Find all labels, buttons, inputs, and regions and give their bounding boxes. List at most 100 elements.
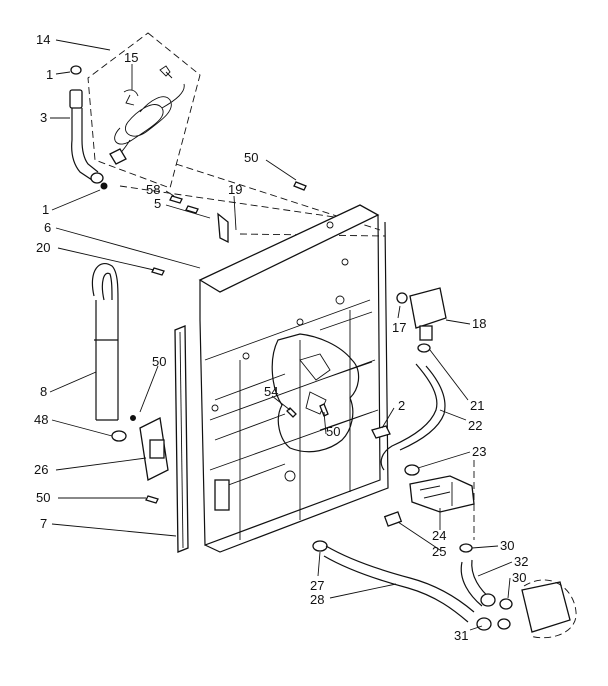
power-cord-plug <box>109 148 127 165</box>
screw-58 <box>169 195 183 204</box>
pump-bracket-block <box>149 439 165 459</box>
leader-2 <box>381 407 395 429</box>
inlet-hose-group <box>69 65 108 190</box>
callout-26: 26 <box>34 462 48 477</box>
leader-17 <box>397 305 401 319</box>
callout-1a: 1 <box>46 67 53 82</box>
callout-25: 25 <box>432 544 446 559</box>
side-rail-edge <box>179 331 184 549</box>
inlet-hose-washer <box>90 172 104 184</box>
leader-19 <box>233 195 237 231</box>
leader-20 <box>57 247 155 271</box>
screw-54 <box>286 407 297 418</box>
leader-50b <box>139 365 159 413</box>
fasteners <box>145 181 329 504</box>
callout-54: 54 <box>264 384 278 399</box>
power-cord-kit-group <box>87 32 201 189</box>
callout-24: 24 <box>432 528 446 543</box>
leader-22 <box>439 409 467 421</box>
motor-pump-housing <box>521 581 571 633</box>
callout-17: 17 <box>392 320 406 335</box>
callout-20: 20 <box>36 240 50 255</box>
valve-screw-17 <box>396 292 408 304</box>
panel-hole-7 <box>211 404 219 412</box>
panel-hole-5 <box>242 352 250 360</box>
panel-top-flange <box>198 204 380 293</box>
callout-labels: 14 15 1 3 1 50 58 19 5 6 20 17 18 50 8 4… <box>34 32 528 643</box>
leader-1a <box>55 71 71 75</box>
callout-6: 6 <box>44 220 51 235</box>
water-valve-group <box>371 287 447 471</box>
screw-50-top <box>293 181 307 191</box>
callout-15: 15 <box>124 50 138 65</box>
callout-8: 8 <box>40 384 47 399</box>
leader-8 <box>49 371 97 393</box>
rear-panel-outline <box>199 214 389 553</box>
rear-panel-group <box>119 163 389 553</box>
drain-hose-group <box>91 263 127 442</box>
panel-hole-1 <box>326 221 334 229</box>
callout-22: 22 <box>468 418 482 433</box>
leader-50c <box>323 411 327 435</box>
callout-48: 48 <box>34 412 48 427</box>
leader-58 <box>165 190 175 197</box>
cord-ground-clip <box>159 65 173 79</box>
bracket-19 <box>217 212 229 244</box>
callout-27: 27 <box>310 578 324 593</box>
callout-50c: 50 <box>326 424 340 439</box>
panel-access-cutout <box>271 333 360 453</box>
callout-28: 28 <box>310 592 324 607</box>
callout-18: 18 <box>472 316 486 331</box>
panel-hole-3 <box>335 295 345 305</box>
drain-hose-hook <box>91 263 119 420</box>
inlet-hose <box>71 108 99 181</box>
callout-1b: 1 <box>42 202 49 217</box>
callout-50d: 50 <box>36 490 50 505</box>
leader-14 <box>55 39 111 51</box>
screw-1 <box>100 182 108 190</box>
panel-hole-2 <box>341 258 349 266</box>
leader-54 <box>271 395 291 411</box>
callout-5: 5 <box>154 196 161 211</box>
projection-line-a <box>119 185 356 221</box>
callout-23: 23 <box>472 444 486 459</box>
hose-end-lower <box>476 617 492 631</box>
hose-clamp-48 <box>111 430 127 442</box>
clamp-31 <box>497 618 511 630</box>
leader-32 <box>477 561 513 577</box>
hose-coupling-top <box>69 89 83 109</box>
leader-26 <box>55 457 147 471</box>
panel-hole-6 <box>284 470 296 482</box>
panel-ribs <box>204 299 379 540</box>
fill-hose-22 <box>380 363 446 471</box>
leader-28 <box>329 583 397 599</box>
panel-bracket-left <box>214 479 230 511</box>
callout-58: 58 <box>146 182 160 197</box>
cord-strain-relief <box>123 89 139 106</box>
screw-50-bracket <box>130 415 136 421</box>
callout-7: 7 <box>40 516 47 531</box>
cutout-inner-detail <box>299 353 331 415</box>
main-drain-hose-group <box>312 460 577 639</box>
clamp-30-top <box>459 543 473 553</box>
leader-18 <box>445 319 471 325</box>
screw-20 <box>151 267 165 276</box>
washer-top-1 <box>70 65 82 75</box>
hose-clamp-27 <box>312 540 328 552</box>
leader-30b <box>507 577 511 599</box>
drain-hose-body <box>94 300 118 421</box>
screw-50-left <box>145 495 159 504</box>
cord-kit-dashed-box <box>87 32 201 189</box>
panel-hole-4 <box>296 318 304 326</box>
hose-clip-2 <box>371 425 391 439</box>
leader-5 <box>165 204 211 219</box>
leader-7 <box>51 523 177 537</box>
clamp-30-mid <box>499 598 513 610</box>
callout-14: 14 <box>36 32 50 47</box>
leader-50a <box>265 159 297 181</box>
leader-1b <box>51 189 101 211</box>
motor-dashed-outline <box>523 579 577 639</box>
callout-21: 21 <box>470 398 484 413</box>
callout-50a: 50 <box>244 150 258 165</box>
